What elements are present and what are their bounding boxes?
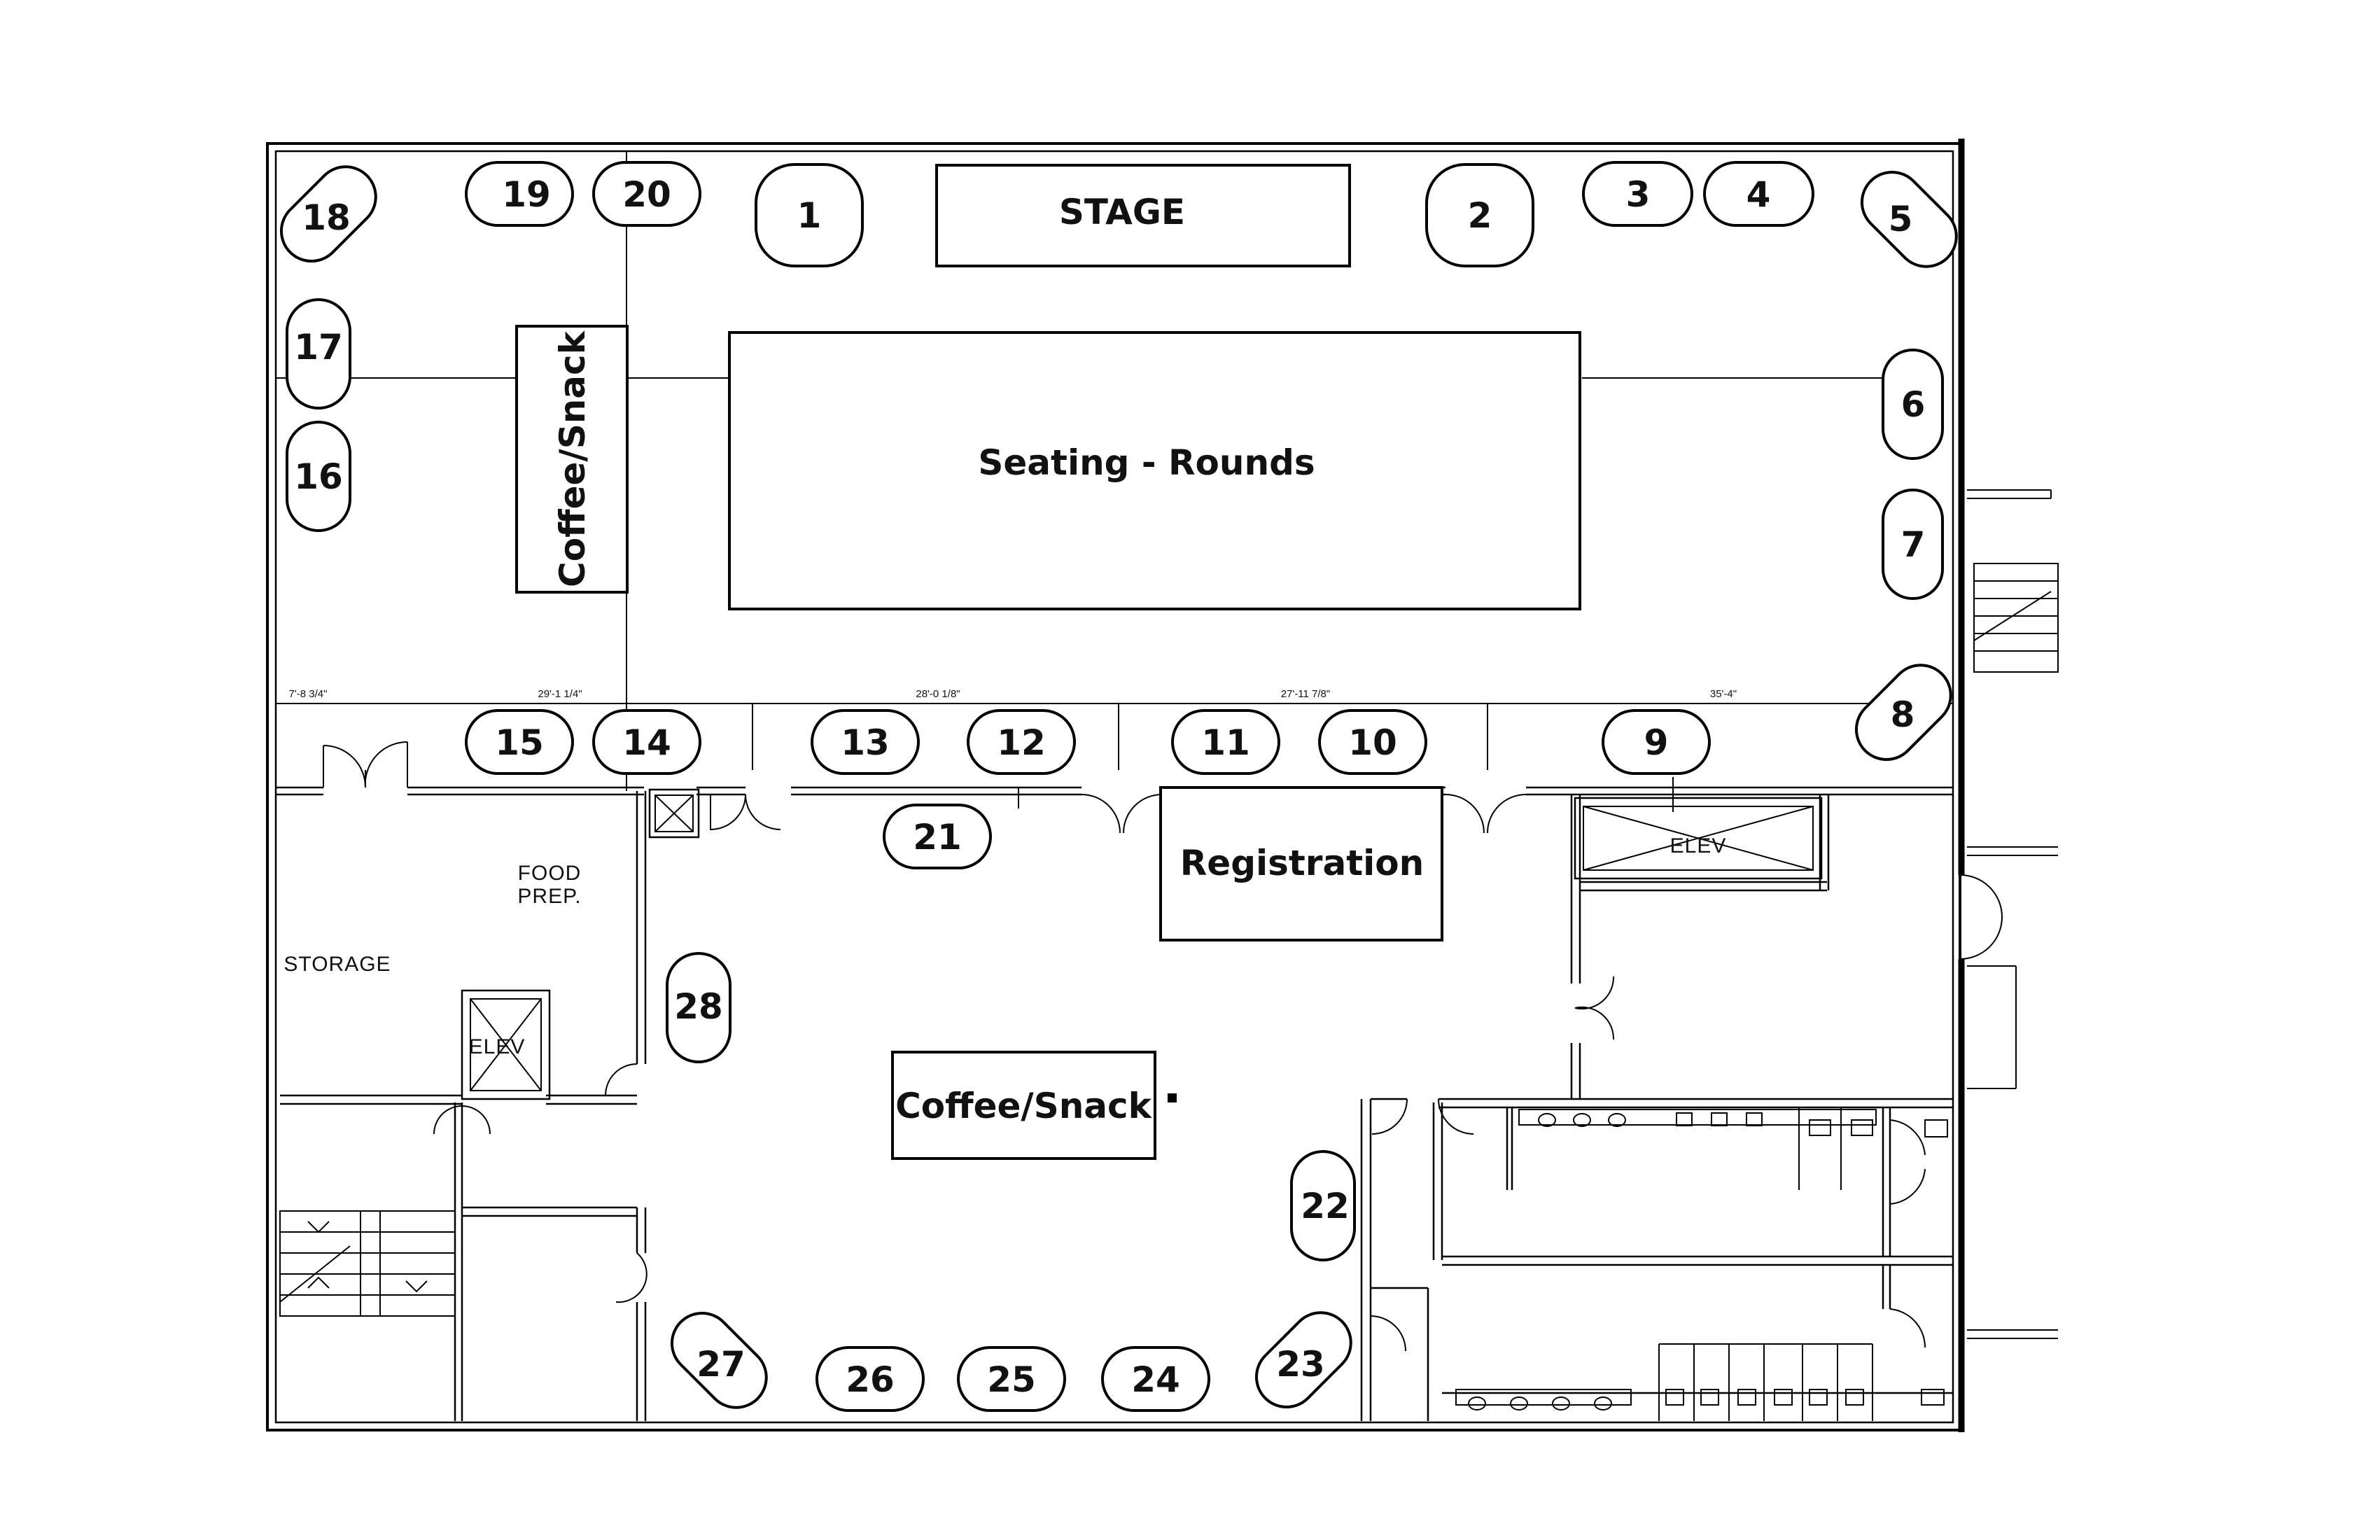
exterior-stair-right [1967, 489, 2059, 1339]
booth-25[interactable]: 25 [957, 1346, 1066, 1412]
svg-text:11: 11 [1201, 722, 1250, 763]
doors [323, 741, 2003, 1352]
stage: STAGE [935, 164, 1351, 267]
booth-14[interactable]: 14 [592, 709, 701, 775]
booth-3[interactable]: 3 [1582, 161, 1693, 227]
svg-text:15: 15 [495, 722, 544, 763]
booth-22[interactable]: 22 [1290, 1150, 1356, 1261]
svg-text:Seating - Rounds: Seating - Rounds [978, 442, 1315, 483]
booth-18[interactable]: 18 [269, 154, 388, 273]
svg-text:3: 3 [1626, 174, 1651, 215]
svg-text:19: 19 [502, 174, 551, 215]
booth-13[interactable]: 13 [811, 709, 920, 775]
svg-text:7'-8 3/4": 7'-8 3/4" [289, 688, 328, 700]
dimensions: 7'-8 3/4" 29'-1 1/4" 28'-0 1/8" 27'-11 7… [289, 688, 1737, 700]
booth-10[interactable]: 10 [1318, 709, 1427, 775]
svg-text:8: 8 [1891, 694, 1915, 735]
svg-text:13: 13 [841, 722, 890, 763]
svg-text:17: 17 [294, 327, 343, 368]
restroom-fixtures [1455, 1107, 1948, 1421]
svg-text:12: 12 [997, 722, 1046, 763]
storage-label: STORAGE [284, 953, 391, 976]
booth-4[interactable]: 4 [1703, 161, 1814, 227]
seating-rounds: Seating - Rounds [728, 331, 1581, 610]
svg-text:27: 27 [696, 1344, 746, 1385]
booth-26[interactable]: 26 [816, 1346, 925, 1412]
booth-23[interactable]: 23 [1244, 1300, 1363, 1419]
booth-11[interactable]: 11 [1171, 709, 1280, 775]
svg-text:29'-1 1/4": 29'-1 1/4" [538, 688, 582, 700]
booth-5[interactable]: 5 [1849, 160, 1968, 279]
elev-label-left: ELEV [469, 1035, 526, 1058]
registration: Registration [1159, 786, 1443, 941]
booth-15[interactable]: 15 [465, 709, 574, 775]
coffee-snack-upper: Coffee/Snack [515, 325, 629, 594]
svg-text:23: 23 [1276, 1344, 1325, 1385]
svg-text:10: 10 [1348, 722, 1397, 763]
booth-19[interactable]: 19 [465, 161, 574, 227]
booths: 1 2 3 4 5 6 7 8 9 10 11 12 13 14 15 16 1… [269, 154, 1968, 1420]
svg-text:Coffee/Snack: Coffee/Snack [552, 330, 593, 587]
svg-text:2: 2 [1468, 195, 1492, 236]
svg-text:9: 9 [1644, 722, 1669, 763]
outer-walls [266, 139, 1965, 1432]
svg-text:STAGE: STAGE [1059, 192, 1185, 232]
room-labels: FOOD PREP. STORAGE ELEV ELEV [284, 834, 1726, 1058]
svg-text:6: 6 [1901, 384, 1926, 425]
svg-text:22: 22 [1301, 1186, 1350, 1226]
booth-2[interactable]: 2 [1425, 163, 1534, 267]
svg-text:20: 20 [622, 174, 671, 215]
svg-text:25: 25 [987, 1359, 1036, 1400]
left-elevator [461, 788, 700, 1100]
booth-17[interactable]: 17 [286, 298, 351, 410]
booth-28[interactable]: 28 [666, 952, 732, 1063]
booth-7[interactable]: 7 [1882, 489, 1944, 600]
svg-text:21: 21 [913, 817, 962, 858]
svg-text:35'-4": 35'-4" [1710, 688, 1737, 700]
svg-text:7: 7 [1901, 524, 1926, 565]
svg-text:5: 5 [1889, 199, 1913, 239]
elev-label-right: ELEV [1670, 834, 1727, 858]
booth-27[interactable]: 27 [659, 1301, 778, 1420]
booth-21[interactable]: 21 [883, 804, 992, 869]
right-elevator [1574, 797, 1823, 880]
booth-20[interactable]: 20 [592, 161, 701, 227]
svg-text:Registration: Registration [1180, 843, 1424, 883]
svg-text:1: 1 [797, 195, 822, 236]
booth-12[interactable]: 12 [967, 709, 1076, 775]
food-prep-label: FOOD [518, 862, 582, 885]
booth-1[interactable]: 1 [755, 163, 864, 267]
food-prep-label-2: PREP. [517, 885, 581, 908]
svg-text:26: 26 [846, 1359, 895, 1400]
svg-text:16: 16 [294, 456, 343, 497]
svg-text:28'-0 1/8": 28'-0 1/8" [916, 688, 960, 700]
svg-text:4: 4 [1746, 174, 1771, 215]
booth-8[interactable]: 8 [1844, 652, 1963, 771]
svg-text:Coffee/Snack: Coffee/Snack [895, 1086, 1153, 1126]
svg-text:14: 14 [622, 722, 671, 763]
booth-9[interactable]: 9 [1602, 709, 1711, 775]
svg-text:24: 24 [1131, 1359, 1180, 1400]
svg-text:27'-11 7/8": 27'-11 7/8" [1281, 688, 1330, 700]
svg-text:28: 28 [674, 986, 723, 1027]
svg-text:18: 18 [302, 197, 351, 238]
interior-stair [279, 1210, 456, 1317]
booth-24[interactable]: 24 [1101, 1346, 1210, 1412]
booth-6[interactable]: 6 [1882, 349, 1944, 460]
coffee-snack-lower: Coffee/Snack [891, 1051, 1177, 1160]
booth-16[interactable]: 16 [286, 421, 351, 532]
